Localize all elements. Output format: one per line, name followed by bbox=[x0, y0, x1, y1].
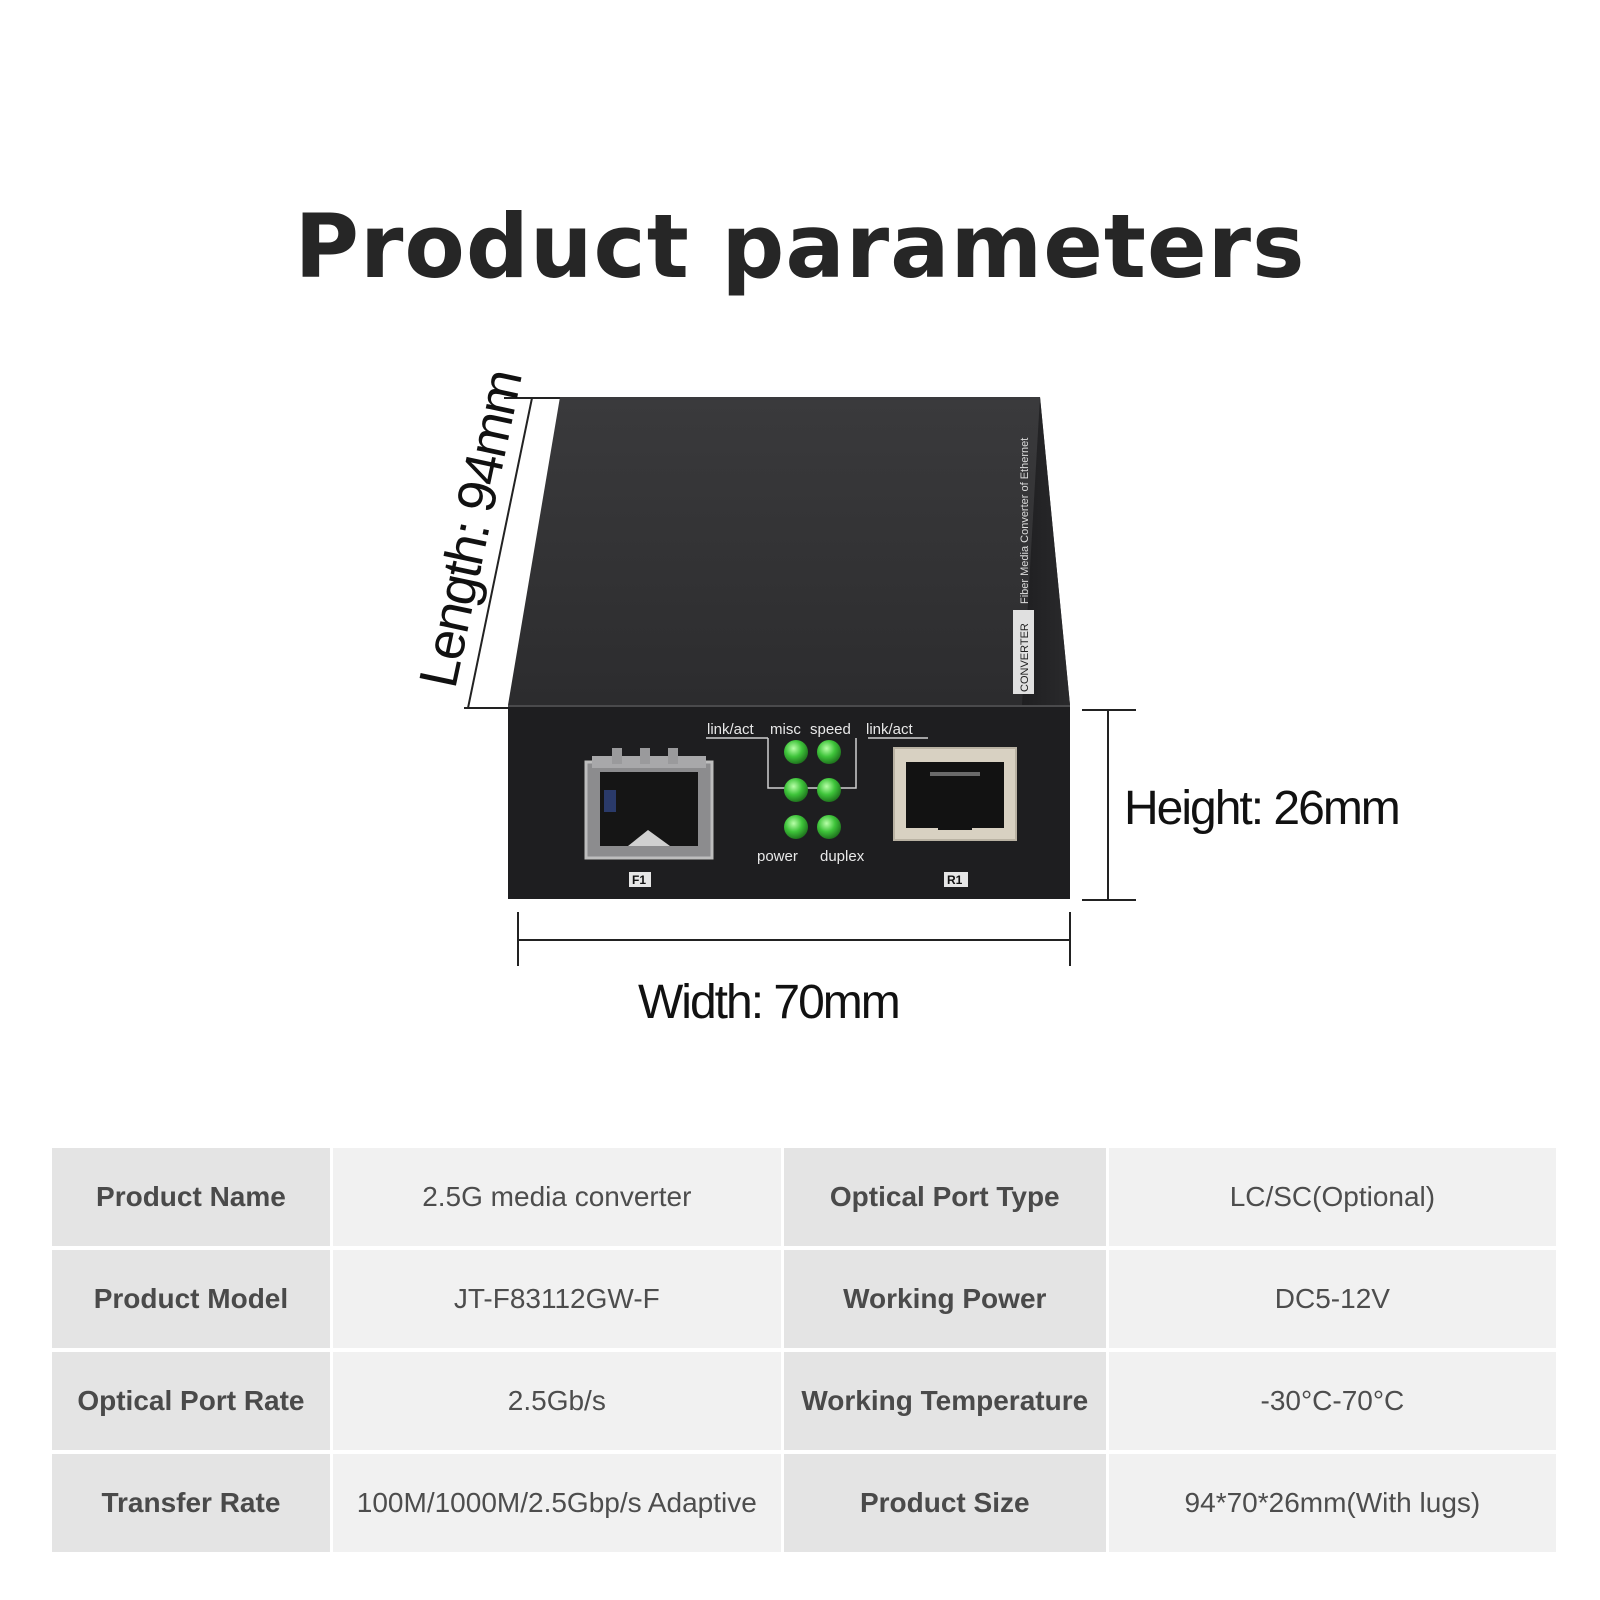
led-label-power: power bbox=[757, 848, 798, 865]
spec-value: -30°C-70°C bbox=[1105, 1352, 1556, 1450]
led-label-link-act-left: link/act bbox=[707, 721, 755, 738]
spec-key: Optical Port Type bbox=[780, 1148, 1106, 1246]
product-illustration: Length: 94mm CONVERTER Fiber Media Conve… bbox=[408, 366, 1401, 1029]
table-row: Product Model JT-F83112GW-F Working Powe… bbox=[52, 1250, 1556, 1348]
led-indicator bbox=[817, 815, 841, 839]
table-row: Product Name 2.5G media converter Optica… bbox=[52, 1148, 1556, 1246]
led-indicator bbox=[784, 740, 808, 764]
spec-key: Working Power bbox=[780, 1250, 1106, 1348]
port-f1-tag bbox=[629, 872, 651, 887]
spec-key: Product Name bbox=[52, 1148, 330, 1246]
height-dimension: Height: 26mm bbox=[1082, 709, 1401, 901]
led-label-duplex: duplex bbox=[820, 848, 865, 865]
spec-key: Product Model bbox=[52, 1250, 330, 1348]
led-indicator bbox=[784, 778, 808, 802]
width-dimension: Width: 70mm bbox=[517, 912, 1071, 1029]
led-indicator bbox=[817, 778, 841, 802]
spec-value: 2.5G media converter bbox=[329, 1148, 781, 1246]
led-indicator bbox=[817, 740, 841, 764]
port-r1-label: R1 bbox=[947, 873, 963, 887]
side-label-box-text: CONVERTER bbox=[1019, 623, 1031, 692]
spec-value: 100M/1000M/2.5Gbp/s Adaptive bbox=[329, 1454, 781, 1552]
led-label-speed: speed bbox=[810, 721, 851, 738]
side-label-text: Fiber Media Converter of Ethernet bbox=[1019, 438, 1031, 604]
spec-key: Working Temperature bbox=[780, 1352, 1106, 1450]
spec-key: Product Size bbox=[780, 1454, 1106, 1552]
length-label: Length: 94mm bbox=[408, 366, 533, 693]
sfp-port-icon bbox=[584, 748, 714, 860]
led-label-link-act-right: link/act bbox=[866, 721, 914, 738]
led-indicator bbox=[784, 815, 808, 839]
led-label-misc: misc bbox=[770, 721, 801, 738]
spec-value: 94*70*26mm(With lugs) bbox=[1105, 1454, 1556, 1552]
media-converter-device: CONVERTER Fiber Media Converter of Ether… bbox=[508, 397, 1070, 899]
spec-key: Optical Port Rate bbox=[52, 1352, 330, 1450]
page-title: Product parameters bbox=[294, 195, 1306, 298]
rj45-port-icon bbox=[893, 747, 1017, 841]
spec-value: JT-F83112GW-F bbox=[329, 1250, 781, 1348]
spec-key: Transfer Rate bbox=[52, 1454, 330, 1552]
side-label-box bbox=[1013, 610, 1034, 694]
spec-value: DC5-12V bbox=[1105, 1250, 1556, 1348]
port-r1-tag bbox=[944, 872, 968, 887]
spec-value: 2.5Gb/s bbox=[329, 1352, 781, 1450]
table-row: Optical Port Rate 2.5Gb/s Working Temper… bbox=[52, 1352, 1556, 1450]
width-label: Width: 70mm bbox=[638, 976, 899, 1029]
spec-value: LC/SC(Optional) bbox=[1105, 1148, 1556, 1246]
table-row: Transfer Rate 100M/1000M/2.5Gbp/s Adapti… bbox=[52, 1454, 1556, 1552]
port-f1-label: F1 bbox=[632, 873, 646, 887]
device-top bbox=[508, 397, 1070, 705]
spec-table: Product Name 2.5G media converter Optica… bbox=[52, 1144, 1556, 1556]
height-label: Height: 26mm bbox=[1124, 782, 1399, 835]
